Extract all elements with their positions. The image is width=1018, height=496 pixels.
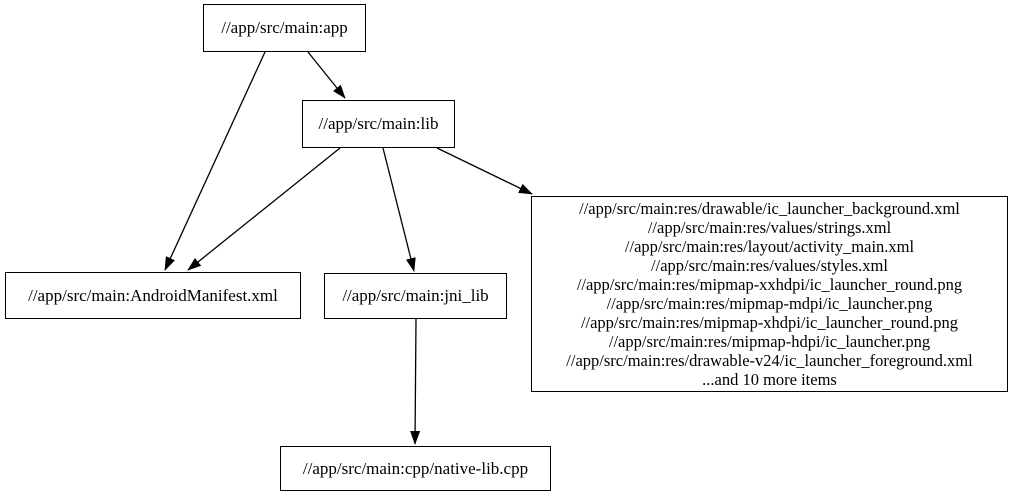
node-lib: //app/src/main:lib — [302, 100, 455, 148]
edge-lib-to-jni-lib — [382, 147, 416, 272]
node-android-manifest-label: //app/src/main:AndroidManifest.xml — [28, 285, 278, 305]
edge-jni-lib-to-native-lib — [410, 318, 421, 445]
node-jni-lib-label: //app/src/main:jni_lib — [342, 286, 489, 305]
resource-item: //app/src/main:res/mipmap-hdpi/ic_launch… — [608, 332, 931, 351]
resource-item: //app/src/main:res/mipmap-xxhdpi/ic_laun… — [576, 275, 963, 294]
edge-lib-to-manifest — [187, 147, 341, 271]
node-android-manifest: //app/src/main:AndroidManifest.xml — [5, 272, 301, 319]
resources-more-items-note: ...and 10 more items — [702, 370, 837, 389]
node-app: //app/src/main:app — [203, 4, 366, 52]
resource-item: //app/src/main:res/mipmap-xhdpi/ic_launc… — [580, 313, 959, 332]
node-native-lib-cpp-label: //app/src/main:cpp/native-lib.cpp — [302, 458, 529, 478]
resource-item: //app/src/main:res/values/strings.xml — [647, 218, 892, 237]
resource-item: //app/src/main:res/values/styles.xml — [651, 256, 888, 275]
node-app-label: //app/src/main:app — [221, 18, 348, 37]
edge-lib-to-resources — [436, 147, 533, 195]
edge-app-to-manifest — [164, 51, 266, 271]
edge-app-to-lib — [307, 51, 346, 99]
node-jni-lib: //app/src/main:jni_lib — [324, 273, 507, 319]
resource-item: //app/src/main:res/drawable-v24/ic_launc… — [566, 351, 973, 370]
resource-item: //app/src/main:res/layout/activity_main.… — [624, 237, 915, 256]
node-lib-label: //app/src/main:lib — [318, 114, 439, 133]
resource-item: //app/src/main:res/drawable/ic_launcher_… — [579, 199, 960, 218]
resource-item: //app/src/main:res/mipmap-mdpi/ic_launch… — [606, 294, 933, 313]
node-resources: //app/src/main:res/drawable/ic_launcher_… — [531, 196, 1008, 392]
node-native-lib-cpp: //app/src/main:cpp/native-lib.cpp — [280, 446, 551, 491]
